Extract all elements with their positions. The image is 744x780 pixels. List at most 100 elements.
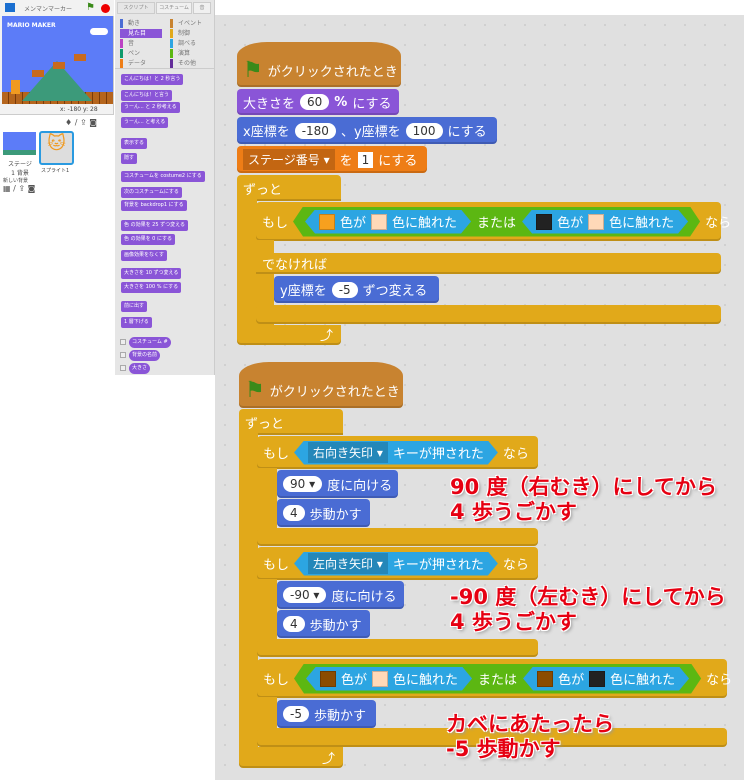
key-dropdown[interactable]: 左向き矢印 ▾ xyxy=(308,553,388,574)
palette-block[interactable]: うーん... と 2 秒考える xyxy=(121,102,180,113)
y-input[interactable]: 100 xyxy=(405,122,443,139)
value-input[interactable]: 1 xyxy=(357,151,374,168)
tab-scripts[interactable]: スクリプト xyxy=(117,2,155,14)
cloud xyxy=(90,28,108,35)
dy-input[interactable]: -5 xyxy=(331,281,358,298)
category-8[interactable]: 演算 xyxy=(170,49,212,58)
fullscreen-icon[interactable] xyxy=(5,3,15,12)
if-else-block[interactable]: もし 色が色に触れた または 色が色に触れた なら xyxy=(256,202,731,241)
palette-block[interactable]: 表示する xyxy=(121,138,148,149)
category-0[interactable]: 動き xyxy=(120,19,162,28)
green-flag-icon[interactable]: ⚑ xyxy=(86,2,95,13)
steps-input[interactable]: -5 xyxy=(283,706,309,722)
label: 色が xyxy=(340,216,367,231)
variable-dropdown[interactable]: ステージ番号 ▾ xyxy=(243,149,335,170)
color-swatch[interactable] xyxy=(372,671,388,687)
monitor-checkbox[interactable] xyxy=(120,365,126,371)
category-1[interactable]: 見た目 xyxy=(120,29,162,38)
palette-block[interactable]: 1 層下げる xyxy=(121,317,152,328)
stage-thumbnail[interactable] xyxy=(3,132,36,155)
category-6[interactable]: 制御 xyxy=(170,29,212,38)
when-flag-clicked-block[interactable]: ⚑がクリックされたとき xyxy=(239,362,403,408)
palette-block[interactable]: うーん... と考える xyxy=(121,117,169,128)
monitor-checkbox[interactable] xyxy=(120,339,126,345)
palette-block[interactable]: 前に出す xyxy=(121,301,148,312)
if-wall-block[interactable]: もし 色が色に触れた または 色が色に触れた なら xyxy=(257,659,732,698)
stage-canvas[interactable]: MARIO MAKER xyxy=(2,16,113,104)
category-3[interactable]: ペン xyxy=(120,49,162,58)
steps-input[interactable]: 4 xyxy=(283,616,305,632)
direction-dropdown[interactable]: -90 ▾ xyxy=(283,587,327,603)
if-arm xyxy=(257,579,277,641)
label: なら xyxy=(705,216,732,231)
color-swatch[interactable] xyxy=(371,214,387,230)
palette-block[interactable]: 大きさを 10 ずつ変える xyxy=(121,268,182,279)
x-input[interactable]: -180 xyxy=(294,122,336,139)
key-pressed-sensor[interactable]: 右向き矢印 ▾ キーが押された xyxy=(294,441,498,465)
palette-block[interactable]: 背景を backdrop1 にする xyxy=(121,200,187,211)
palette-block[interactable]: 次のコスチュームにする xyxy=(121,187,182,198)
size-input[interactable]: 60 xyxy=(300,94,330,110)
palette-block[interactable]: 大きさを 100 % にする xyxy=(121,282,182,293)
category-7[interactable]: 調べる xyxy=(170,39,212,48)
monitor-checkbox[interactable] xyxy=(120,352,126,358)
palette-block[interactable]: こんにちは！と言う xyxy=(121,90,173,101)
color-touching-color[interactable]: 色が色に触れた xyxy=(305,210,471,234)
category-5[interactable]: イベント xyxy=(170,19,212,28)
palette-block[interactable]: こんにちは！と 2 秒言う xyxy=(121,74,184,85)
label: 色が xyxy=(341,673,368,688)
key-dropdown[interactable]: 右向き矢印 ▾ xyxy=(308,442,388,463)
when-flag-clicked-block[interactable]: ⚑がクリックされたとき xyxy=(237,42,401,87)
new-backdrop-icons[interactable]: ▦ / ⇪ ◙ xyxy=(3,184,36,193)
palette-block[interactable]: 背景の名前 xyxy=(129,350,161,361)
palette-block[interactable]: 大きさ xyxy=(129,363,151,374)
palette-block[interactable]: コスチュームを costume2 にする xyxy=(121,171,205,182)
color-swatch[interactable] xyxy=(319,214,335,230)
color-touching-color[interactable]: 色が色に触れた xyxy=(306,667,472,691)
label: キーが押された xyxy=(392,447,484,462)
color-swatch[interactable] xyxy=(537,671,553,687)
tab-sounds[interactable]: 音 xyxy=(193,2,211,14)
palette-block[interactable]: コスチューム # xyxy=(129,337,171,348)
color-swatch[interactable] xyxy=(536,214,552,230)
tab-costumes[interactable]: コスチューム xyxy=(156,2,192,14)
or-operator[interactable]: 色が色に触れた または 色が色に触れた xyxy=(294,664,701,694)
forever-block[interactable]: ずっと xyxy=(239,409,343,435)
cat-sprite[interactable] xyxy=(11,80,20,94)
category-4[interactable]: データ xyxy=(120,59,162,68)
color-touching-color[interactable]: 色が色に触れた xyxy=(523,667,689,691)
if-arm xyxy=(257,468,277,530)
category-2[interactable]: 音 xyxy=(120,39,162,48)
direction-dropdown[interactable]: 90 ▾ xyxy=(283,476,323,492)
if-left-key-block[interactable]: もし 左向き矢印 ▾キーが押された なら xyxy=(257,547,538,580)
if-right-key-block[interactable]: もし 右向き矢印 ▾キーが押された なら xyxy=(257,436,538,469)
new-sprite-icons[interactable]: ♦ / ⇪ ◙ xyxy=(65,118,97,127)
color-swatch[interactable] xyxy=(589,671,605,687)
project-title[interactable]: メンマンマーカー xyxy=(24,6,73,13)
category-9[interactable]: その他 xyxy=(170,59,212,68)
point-direction-block[interactable]: 90 ▾度に向ける xyxy=(277,470,398,498)
color-swatch[interactable] xyxy=(588,214,604,230)
steps-input[interactable]: 4 xyxy=(283,505,305,521)
palette-block[interactable]: 色 の効果を 0 にする xyxy=(121,234,176,245)
palette-block[interactable]: 隠す xyxy=(121,153,138,164)
green-flag-icon: ⚑ xyxy=(243,57,263,83)
color-swatch[interactable] xyxy=(320,671,336,687)
palette-block[interactable]: 色 の効果を 25 ずつ変える xyxy=(121,220,188,231)
palette-block[interactable]: 画像効果をなくす xyxy=(121,250,168,261)
color-touching-color[interactable]: 色が色に触れた xyxy=(522,210,688,234)
point-direction-block[interactable]: -90 ▾度に向ける xyxy=(277,581,404,609)
label: 歩動かす xyxy=(313,708,366,724)
stop-icon[interactable] xyxy=(101,4,110,13)
sprite-thumbnail[interactable]: 🐱 xyxy=(39,131,74,165)
or-operator[interactable]: 色が色に触れた または 色が色に触れた xyxy=(293,207,700,237)
key-pressed-sensor[interactable]: 左向き矢印 ▾キーが押された xyxy=(294,552,498,576)
forever-block[interactable]: ずっと xyxy=(237,175,341,201)
